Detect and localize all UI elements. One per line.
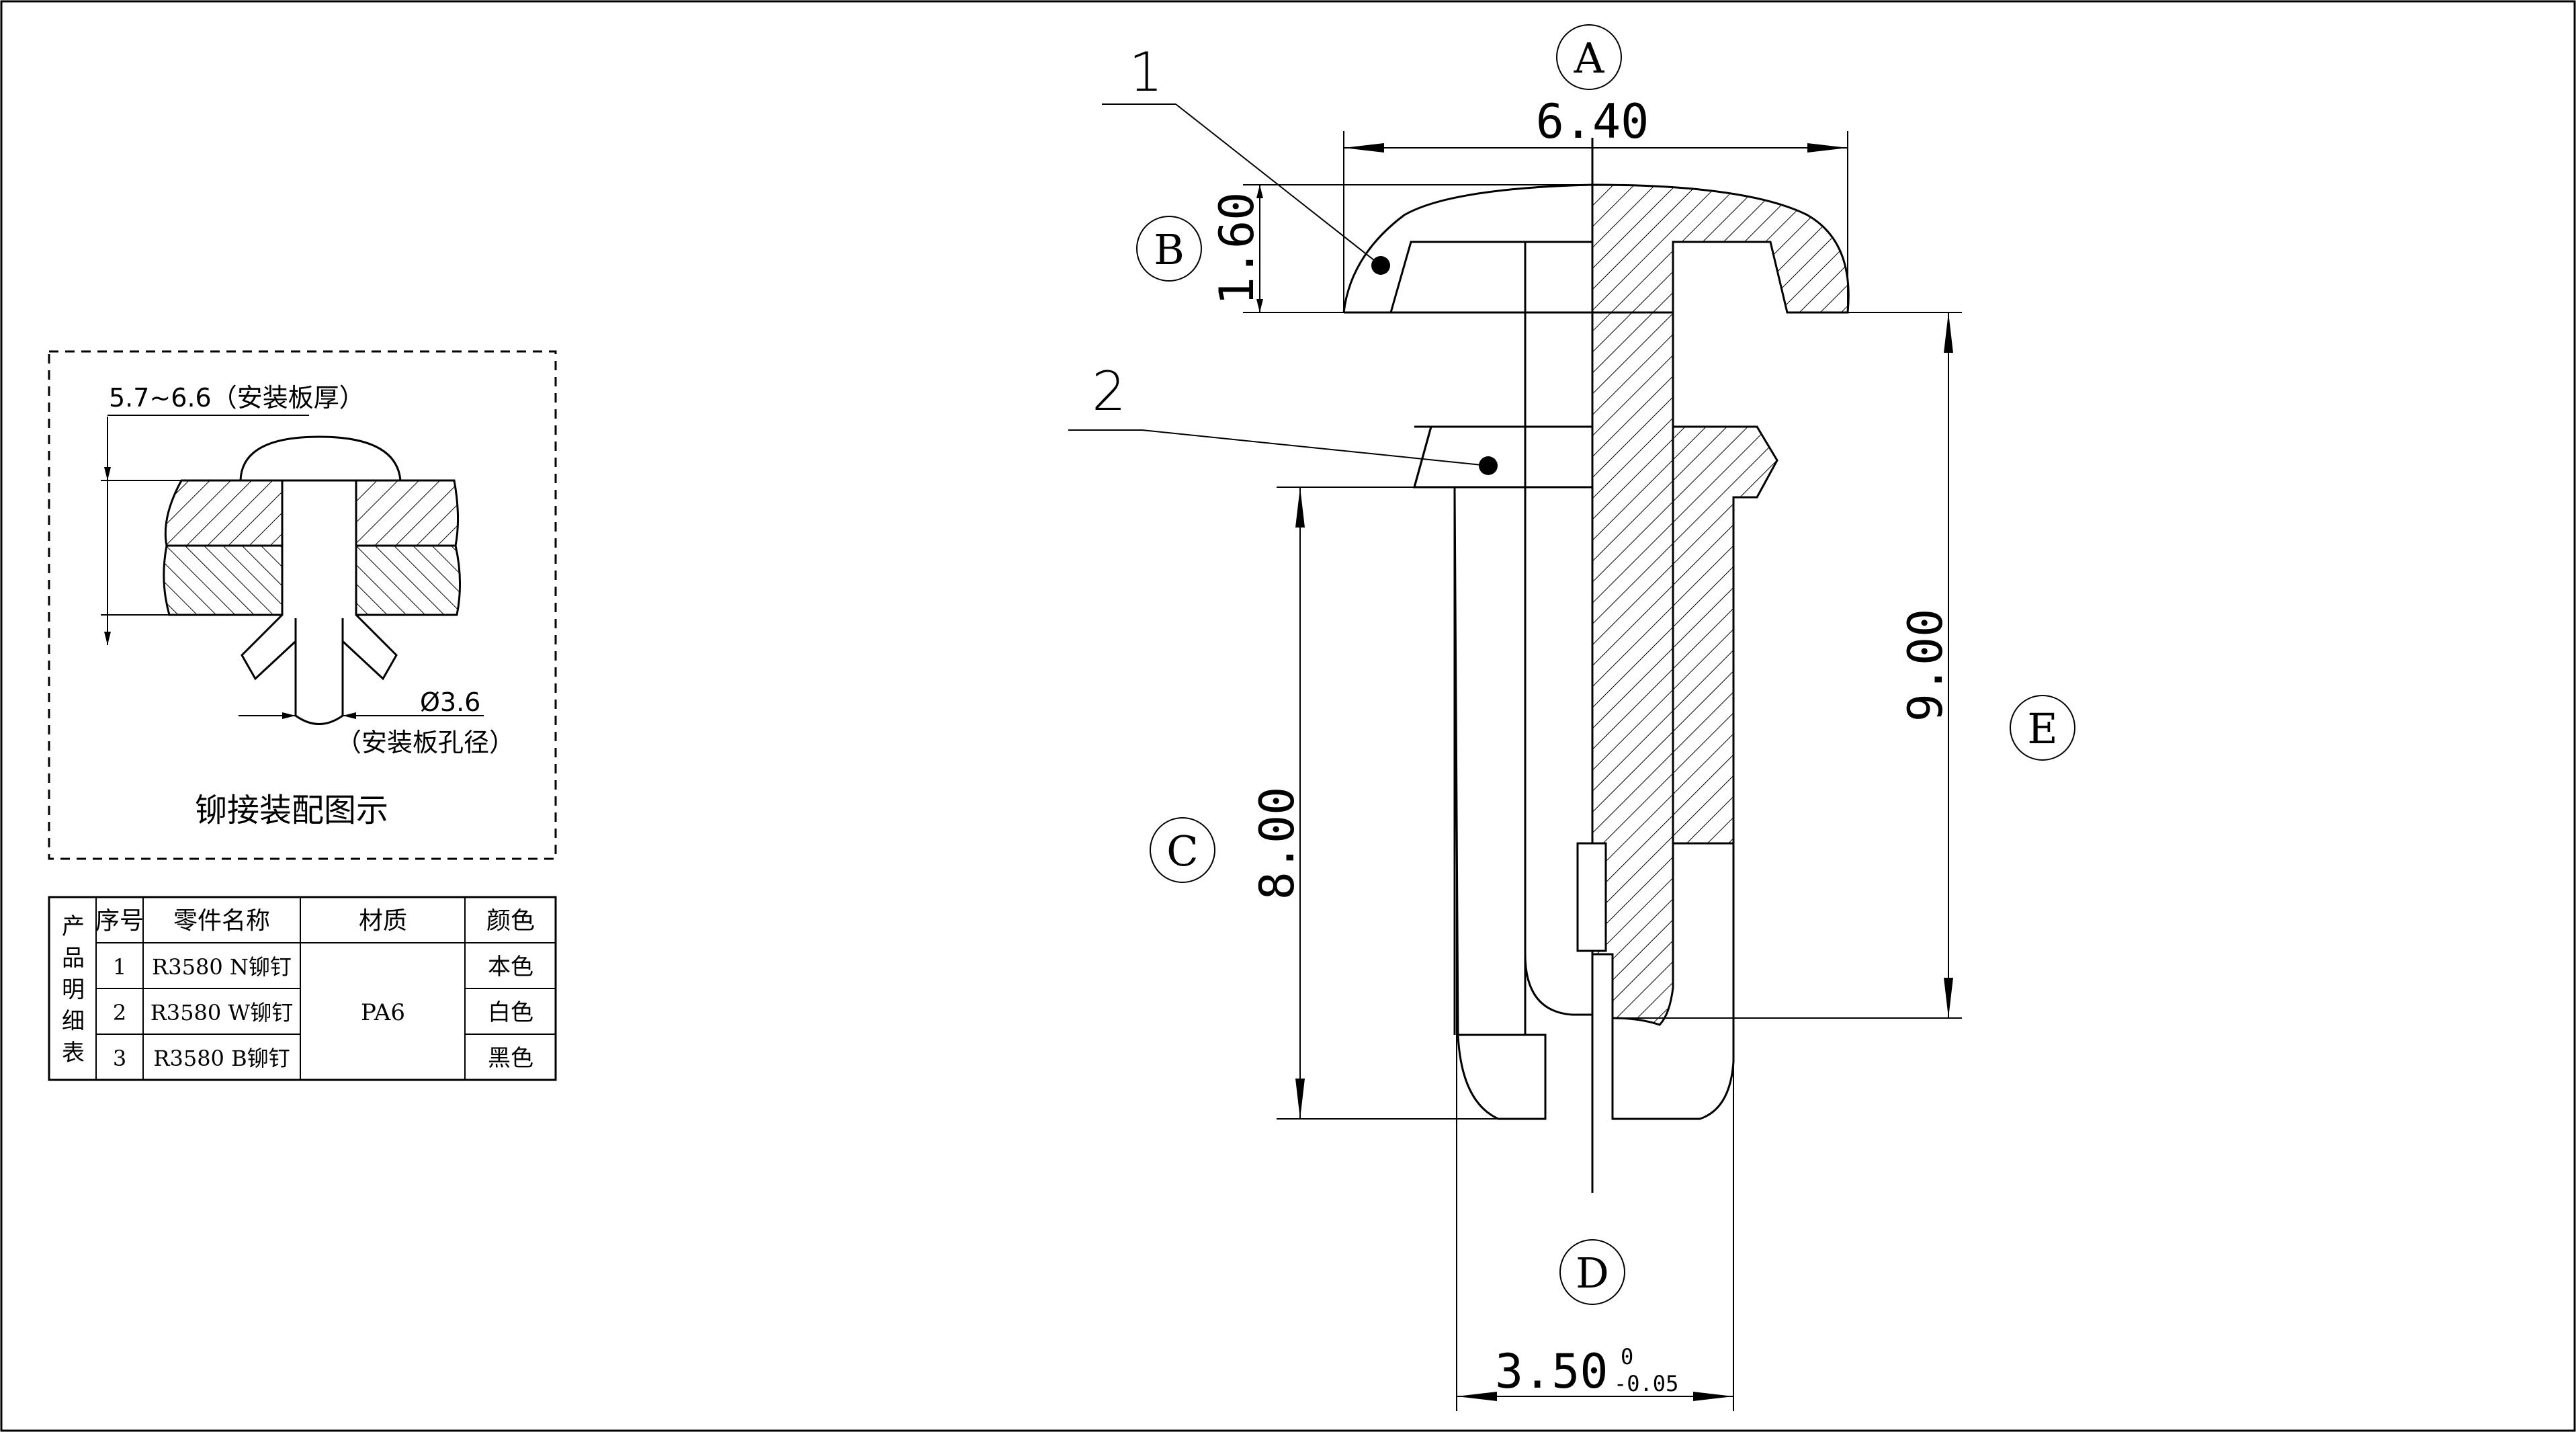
hole-note-label: （安装板孔径）: [336, 728, 515, 757]
bom-table: 产 品 明 细 表 序号 零件名称 材质 颜色 1 R3580 N铆钉 本色 2…: [48, 896, 557, 1081]
dim-head-height-label: 1.60: [1209, 192, 1264, 306]
rivet-pin-assembly: [294, 618, 344, 725]
head-pocket-left: [1389, 241, 1527, 313]
callout-A-circle: [1556, 24, 1622, 90]
bom-row-3-color: 黑色: [488, 1045, 533, 1072]
bom-side-label-5: 表: [62, 1040, 85, 1066]
part-number-1: 1: [1129, 41, 1163, 103]
dim-diameter-tol-upper: 0: [1621, 1344, 1633, 1370]
panel-thickness-label: 5.7~6.6（安装板厚）: [109, 383, 365, 413]
leader-1: [1175, 103, 1381, 266]
rivet-leg-left: [241, 614, 304, 681]
panel-lower-layer-right: [355, 544, 462, 616]
dim-total-length-label: 9.00: [1898, 609, 1953, 722]
leader-2-dot: [1479, 456, 1498, 475]
bom-side-label-1: 产: [62, 913, 85, 940]
callout-E-label: E: [2027, 704, 2057, 753]
callout-D-label: D: [1576, 1249, 1609, 1298]
callout-C-circle: [1150, 817, 1215, 883]
dim-head-width-label: 6.40: [1536, 94, 1649, 149]
rivet-main-view: 6.40 1.60 9.00 8.00 3.50 0 -0.05 1 2: [1068, 24, 2075, 1411]
dim-diameter-label: 3.50: [1495, 1344, 1608, 1399]
hole-diameter-label: Ø3.6: [420, 687, 480, 717]
assembly-caption: 铆接装配图示: [195, 792, 388, 829]
assembly-detail: 5.7~6.6（安装板厚） Ø3.6 （安装板孔径） 铆接装配图示: [48, 350, 557, 860]
callout-D-circle: [1559, 1239, 1625, 1305]
bom-row-2-name: R3580 W铆钉: [151, 1000, 294, 1025]
callout-A: A: [1556, 24, 1622, 90]
callout-B: B: [1136, 216, 1202, 282]
bom-row-3-name: R3580 B铆钉: [153, 1046, 290, 1071]
callout-E-circle: [2010, 695, 2075, 761]
sleeve-left-outline: [1453, 487, 1547, 1120]
pin-tip-left: [1524, 954, 1592, 1016]
bom-row-1-index: 1: [113, 954, 126, 980]
panel-upper-layer: [164, 479, 284, 547]
bom-row-1-name: R3580 N铆钉: [152, 954, 292, 980]
bom-header-index: 序号: [95, 907, 144, 935]
sleeve-collar-left: [1413, 425, 1594, 489]
leader-1-dot: [1371, 256, 1390, 275]
dim-diameter-tol-lower: -0.05: [1614, 1371, 1678, 1396]
callout-C-label: C: [1166, 827, 1198, 876]
bom-header-name: 零件名称: [173, 907, 270, 935]
callout-C: C: [1150, 817, 1215, 883]
bom-side-label-2: 品: [62, 945, 85, 972]
rivet-leg-right: [335, 614, 398, 681]
bom-header-color: 颜色: [486, 907, 535, 935]
callout-B-label: B: [1154, 225, 1185, 274]
sleeve-collar-right-section: [1672, 425, 1778, 845]
bom-row-3-index: 3: [113, 1046, 126, 1071]
panel-upper-layer-right: [355, 479, 460, 547]
callout-D: D: [1559, 1239, 1625, 1305]
dim-sleeve-length-label: 8.00: [1250, 787, 1305, 900]
rivet-head-left: [1342, 183, 1593, 313]
bom-row-2-color: 白色: [488, 999, 533, 1026]
callout-E: E: [2010, 695, 2075, 761]
bom-row-2-index: 2: [113, 1000, 126, 1025]
leader-2: [1142, 429, 1489, 466]
callout-A-label: A: [1574, 34, 1605, 83]
bom-side-label-4: 细: [62, 1008, 85, 1035]
bom-side-label-3: 明: [62, 976, 85, 1003]
rivet-head-assembly: [239, 435, 402, 482]
part-number-2: 2: [1092, 360, 1126, 423]
bom-header-material: 材质: [359, 907, 407, 935]
pin-tip-tab: [1576, 842, 1607, 952]
sleeve-collar-outline: [1413, 426, 1592, 489]
assembly-frame: [48, 350, 557, 860]
callout-B-circle: [1136, 216, 1202, 282]
rivet-head-right-section: [1591, 183, 1850, 314]
bom-material: PA6: [361, 999, 405, 1026]
panel-lower-layer: [163, 544, 284, 616]
bom-row-1-color: 本色: [488, 954, 533, 980]
